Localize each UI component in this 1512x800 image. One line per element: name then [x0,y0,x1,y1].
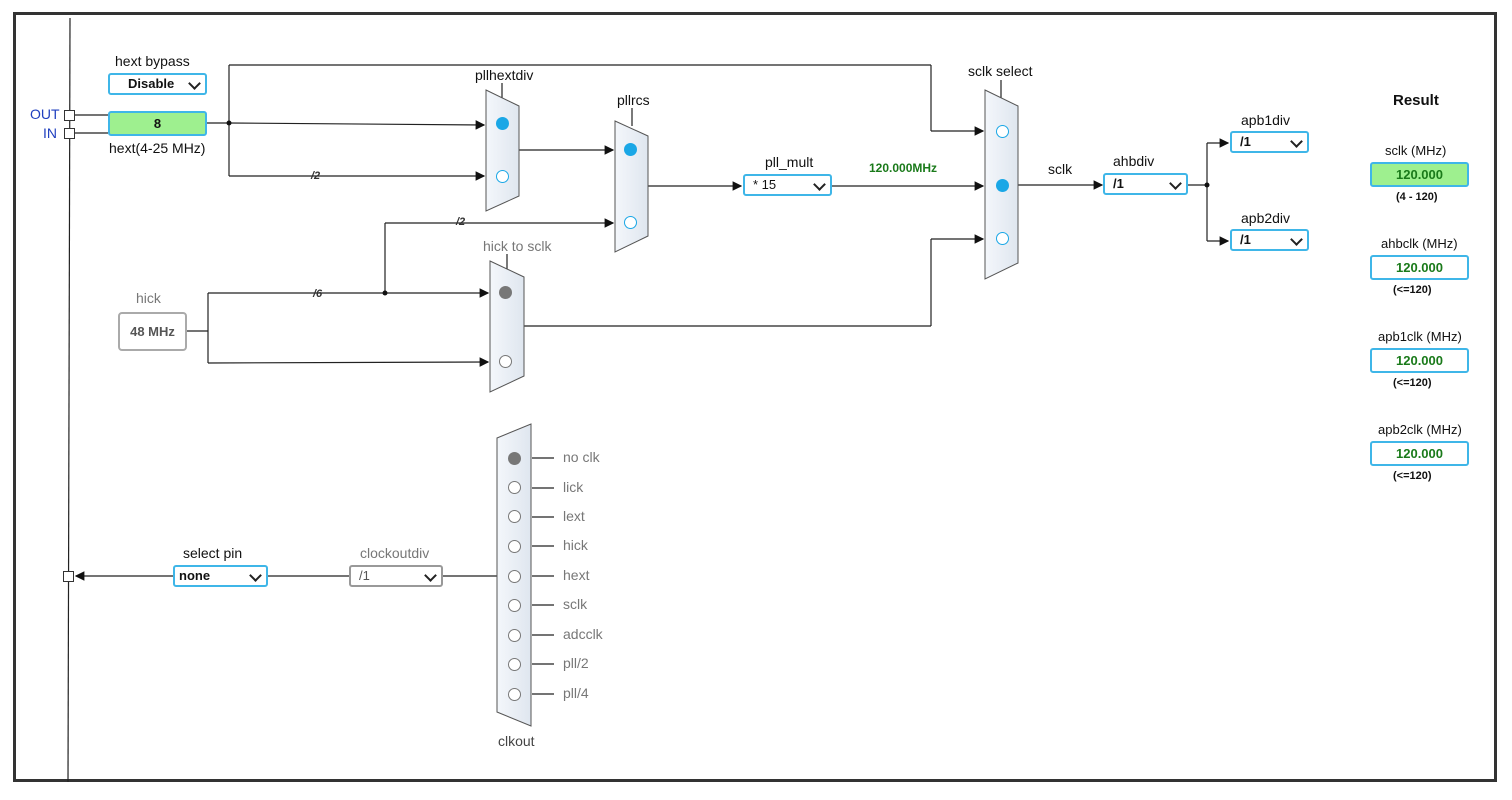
clkout-option-label: lext [563,508,585,524]
hext-input[interactable]: 8 [108,111,207,136]
in-pin[interactable] [64,128,75,139]
select-pin-value: none [179,568,211,583]
hick-to-sclk-label: hick to sclk [483,238,552,254]
clockoutdiv-value: /1 [359,568,370,583]
clkout-option-label: pll/2 [563,655,589,671]
chevron-down-icon [188,77,201,90]
ahbdiv-select[interactable]: /1 [1103,173,1188,195]
apb2div-select[interactable]: /1 [1230,229,1309,251]
chevron-down-icon [1169,177,1182,190]
hext-bypass-label: hext bypass [115,53,190,69]
clkout-option-label: adcclk [563,626,603,642]
apb2div-value: /1 [1240,232,1251,247]
sclk-select-radio-hext[interactable] [996,125,1009,138]
sclk-select-label: sclk select [968,63,1033,79]
pllrcs-radio-hick[interactable] [624,216,637,229]
result-apb2clk-label: apb2clk (MHz) [1378,422,1462,437]
result-apb1clk-value: 120.000 [1370,348,1469,373]
result-apb2clk-value: 120.000 [1370,441,1469,466]
apb2div-label: apb2div [1241,210,1291,226]
result-sclk-range: (4 - 120) [1396,191,1438,203]
chevron-down-icon [424,569,437,582]
chevron-down-icon [249,569,262,582]
pll-freq-label: 120.000MHz [869,161,938,175]
clkout-pin[interactable] [63,571,74,582]
hext-div2-label: /2 [311,170,321,182]
hick-div6-label: /6 [313,288,323,300]
clkout-radio-sclk[interactable] [508,599,521,612]
hick-div2-label: /2 [456,216,466,228]
select-pin-label: select pin [183,545,243,561]
pllhextdiv-radio-hext[interactable] [496,117,509,130]
result-apb2clk-range: (<=120) [1393,470,1432,482]
result-ahbclk-label: ahbclk (MHz) [1381,236,1458,251]
chevron-down-icon [813,178,826,191]
clockoutdiv-label: clockoutdiv [360,545,430,561]
clkout-radio-no-clk[interactable] [508,452,521,465]
ahbdiv-value: /1 [1113,176,1124,191]
clkout-option-label: no clk [563,449,600,465]
chevron-down-icon [1290,135,1303,148]
clkout-radio-adcclk[interactable] [508,629,521,642]
hext-bypass-select[interactable]: Disable [108,73,207,95]
pllrcs-radio-hext[interactable] [624,143,637,156]
hext-range-label: hext(4-25 MHz) [109,140,206,156]
clkout-option-label: sclk [563,596,588,612]
pllhextdiv-radio-hext-div2[interactable] [496,170,509,183]
apb1div-label: apb1div [1241,112,1291,128]
hick-to-sclk-radio-direct[interactable] [499,355,512,368]
hick-to-sclk-radio-div6[interactable] [499,286,512,299]
hick-freq-box: 48 MHz [118,312,187,351]
sclk-label: sclk [1048,161,1073,177]
pll-mult-label: pll_mult [765,154,814,170]
result-apb1clk-range: (<=120) [1393,377,1432,389]
result-sclk-label: sclk (MHz) [1385,143,1447,158]
pll-mult-select[interactable]: * 15 [743,174,832,196]
clockoutdiv-select[interactable]: /1 [349,565,443,587]
result-title: Result [1393,92,1439,109]
clkout-radio-pll-div4[interactable] [508,688,521,701]
in-label: IN [43,125,57,141]
clkout-radio-lext[interactable] [508,510,521,523]
clkout-option-label: hick [563,537,588,553]
result-ahbclk-value: 120.000 [1370,255,1469,280]
clkout-radio-lick[interactable] [508,481,521,494]
clkout-radio-hick[interactable] [508,540,521,553]
hick-label: hick [136,290,161,306]
ahbdiv-label: ahbdiv [1113,153,1155,169]
clkout-radio-hext[interactable] [508,570,521,583]
result-sclk-value: 120.000 [1370,162,1469,187]
apb1div-select[interactable]: /1 [1230,131,1309,153]
clkout-radio-pll-div2[interactable] [508,658,521,671]
apb1div-value: /1 [1240,134,1251,149]
out-pin[interactable] [64,110,75,121]
clkout-label: clkout [498,733,535,749]
pllhextdiv-label: pllhextdiv [475,67,534,83]
clkout-option-label: hext [563,567,590,583]
select-pin-select[interactable]: none [173,565,268,587]
clkout-option-label: lick [563,479,584,495]
sclk-select-radio-hick[interactable] [996,232,1009,245]
pll-mult-value: * 15 [753,177,777,192]
pllrcs-label: pllrcs [617,92,650,108]
result-apb1clk-label: apb1clk (MHz) [1378,329,1462,344]
sclk-select-radio-pll[interactable] [996,179,1009,192]
chevron-down-icon [1290,233,1303,246]
out-label: OUT [30,106,60,122]
hext-bypass-value: Disable [128,76,175,91]
clkout-option-label: pll/4 [563,685,589,701]
result-ahbclk-range: (<=120) [1393,284,1432,296]
